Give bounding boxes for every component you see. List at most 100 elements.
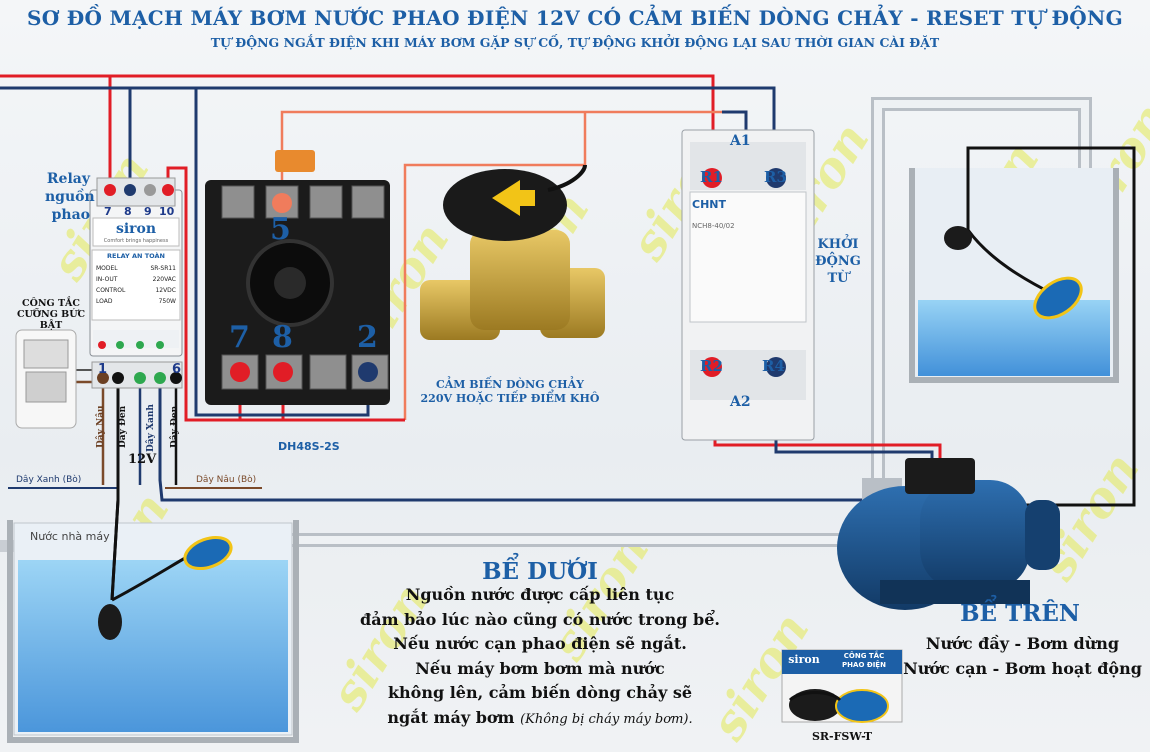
lower-float-ball: [183, 535, 233, 571]
pump-terminal-box: [905, 458, 975, 494]
relay-term-9-label: 9: [144, 205, 152, 218]
spec-key: CONTROL: [96, 287, 126, 294]
contactor-label-line2: ĐỘNG: [815, 254, 861, 269]
relay-term-1-label: 1: [98, 362, 108, 377]
relay-name: RELAY AN TOÀN: [107, 252, 165, 260]
spec-key: MODEL: [96, 265, 118, 272]
flow-sensor-body: [470, 230, 570, 330]
wire-label-nau: Dây Nâu: [96, 405, 106, 448]
upper-tank-line2: Nước cạn - Bơm hoạt động: [903, 658, 1142, 678]
timer-term-2-label: 2: [357, 320, 378, 355]
relay-term-10: [162, 184, 174, 196]
spec-value: 12VDC: [155, 287, 176, 294]
lower-tank-line: Nếu máy bơm bơm mà nước: [415, 658, 665, 678]
relay-label-line2: nguồn: [45, 189, 95, 205]
contactor-r2: R2: [700, 357, 723, 375]
contactor-r4: R4: [762, 357, 785, 375]
flow-arrow-icon: [492, 180, 535, 216]
lower-float-weight: [98, 604, 122, 640]
wire-navy-bottom: [158, 375, 862, 502]
lower-tank-line: Nếu nước cạn phao điện sẽ ngắt.: [393, 634, 687, 653]
timer-clip: [275, 150, 315, 172]
lower-tank-note: (Không bị cháy máy bơm).: [520, 711, 693, 727]
lower-tank-line: không lên, cảm biến dòng chảy sẽ: [387, 683, 693, 702]
wire-red-top: [0, 74, 715, 150]
upper-tank-line1: Nước đầy - Bơm dừng: [925, 634, 1120, 653]
outlet-pipe-shine: [874, 100, 1089, 520]
product-box-text: CÔNG TẮC PHAO ĐIỆN: [826, 652, 902, 670]
wire-label-12v: 12V: [128, 452, 157, 467]
lower-tank-title: BỂ DƯỚI: [482, 558, 598, 585]
spec-value: SR-SR11: [150, 265, 176, 272]
relay-term-10-label: 10: [159, 205, 175, 218]
timer-term-8-label: 8: [272, 320, 293, 355]
contactor-a2: A2: [730, 394, 751, 410]
switch-label-line1: CÔNG TẮC: [22, 298, 80, 309]
manual-switch-rocker: [23, 339, 69, 369]
lower-tank-line: đảm bảo lúc nào cũng có nước trong bể.: [360, 609, 720, 629]
wire-label-den2: Dây Đen: [170, 405, 180, 448]
timer-label: DH48S-2S: [278, 440, 340, 453]
contactor-model: NCH8-40/02: [692, 222, 735, 230]
upper-float-ball: [1033, 276, 1083, 320]
lower-tank-line: Nguồn nước được cấp liên tục: [405, 585, 675, 604]
wire-red-relay10: [166, 166, 405, 422]
relay-brand-sub: Comfort brings happiness: [103, 238, 169, 244]
wire-label-nau-bo: Dây Nâu (Bò): [196, 475, 257, 485]
contactor-label-line1: KHỞI: [817, 237, 859, 252]
timer-term-7-label: 7: [229, 320, 250, 355]
relay-specs: MODEL SR-SR11 IN-OUT 220VAC CONTROL 12VDC L…: [96, 263, 176, 307]
contactor-a1: A1: [730, 133, 751, 149]
spec-key: IN-OUT: [96, 276, 118, 283]
relay-brand: siron: [115, 221, 157, 237]
lower-tank-water: [18, 560, 288, 732]
pump-motor: [920, 480, 1030, 590]
flow-sensor-cable: [547, 164, 587, 192]
timer-term-5-label: 5: [270, 212, 291, 247]
relay-label: Relay nguồn phao: [45, 170, 95, 224]
switch-label: CÔNG TẮC CƯỠNG BỨC BẬT: [6, 298, 96, 331]
wire-label-xanh: Dây Xanh: [146, 404, 156, 452]
lower-tank-description: Nguồn nước được cấp liên tục đảm bảo lúc…: [340, 583, 740, 732]
page-title: SƠ ĐỒ MẠCH MÁY BƠM NƯỚC PHAO ĐIỆN 12V CÓ…: [27, 6, 1123, 30]
spec-key: LOAD: [96, 298, 113, 305]
contactor-brand: CHNT: [692, 198, 726, 211]
upper-tank-title: BỂ TRÊN: [960, 600, 1080, 627]
relay-term-8-label: 8: [124, 205, 132, 218]
upper-float-weight: [944, 226, 972, 250]
contactor-label-line3: TỪ: [827, 271, 849, 286]
flow-sensor-label: CẢM BIẾN DÒNG CHẢY 220V HOẶC TIẾP ĐIỂM K…: [400, 378, 620, 406]
spec-value: 220VAC: [152, 276, 176, 283]
product-box-text-line2: PHAO ĐIỆN: [842, 661, 886, 669]
contactor-r3: R3: [764, 168, 787, 186]
product-label: SR-FSW-T: [811, 730, 873, 743]
manual-switch-socket: [25, 371, 67, 403]
upper-tank-water: [918, 300, 1110, 376]
relay-brand-plate: [92, 217, 180, 247]
upper-tank-description: Nước đầy - Bơm dừng Nước cạn - Bơm hoạt …: [900, 632, 1145, 681]
wire-black-upper-float: [966, 146, 1136, 507]
wire-label-xanh-bo: Dây Xanh (Bò): [16, 475, 82, 485]
lower-tank-line: ngắt máy bơm (Không bị cháy máy bơm).: [340, 706, 740, 733]
spec-value: 750W: [158, 298, 176, 305]
contactor-label: KHỞI ĐỘNG TỪ: [810, 236, 866, 287]
relay-spec-plate: [91, 249, 181, 321]
relay-term-6-label: 6: [172, 362, 182, 377]
flow-sensor-label-line2: 220V HOẶC TIẾP ĐIỂM KHÔ: [420, 392, 600, 405]
page-subtitle: TỰ ĐỘNG NGẮT ĐIỆN KHI MÁY BƠM GẶP SỰ CỐ,…: [210, 35, 940, 50]
wire-salmon-sensor: [403, 112, 587, 420]
wire-label-den: Dây Đen: [118, 405, 128, 448]
relay-term-7-label: 7: [104, 205, 112, 218]
relay-term-8: [124, 184, 136, 196]
product-brand: siron: [788, 653, 820, 666]
lower-tank-line-text: ngắt máy bơm: [387, 707, 515, 727]
upper-tank-wall: [909, 168, 1119, 383]
switch-label-line2: CƯỠNG BỨC BẬT: [16, 309, 86, 331]
lower-tank-wall: [7, 520, 299, 743]
relay-label-line3: phao: [51, 207, 90, 223]
relay-term-9: [144, 184, 156, 196]
relay-label-line1: Relay: [46, 171, 90, 187]
product-box-text-line1: CÔNG TẮC: [843, 652, 885, 660]
